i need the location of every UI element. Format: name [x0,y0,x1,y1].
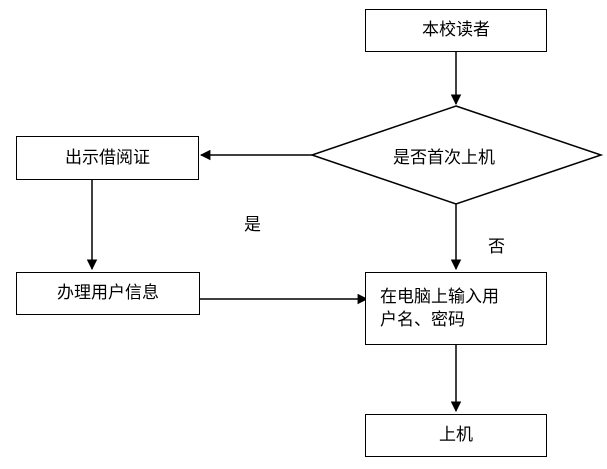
node-online-label: 上机 [439,425,473,446]
node-login-label-line2: 户名、密码 [380,309,465,330]
node-online: 上机 [365,414,547,457]
node-reader-label: 本校读者 [422,20,490,41]
node-login: 在电脑上输入用 户名、密码 [365,272,547,345]
edge-yes-label: 是 [244,215,261,235]
node-show-card: 出示借阅证 [16,136,199,180]
edge-no-label: 否 [488,237,505,257]
node-show-card-label: 出示借阅证 [65,147,150,168]
node-reader: 本校读者 [365,9,547,52]
node-register-label: 办理用户信息 [57,283,159,304]
node-decision-label: 是否首次上机 [393,148,495,168]
node-register: 办理用户信息 [16,272,200,315]
node-login-label-line1: 在电脑上输入用 [380,286,499,307]
